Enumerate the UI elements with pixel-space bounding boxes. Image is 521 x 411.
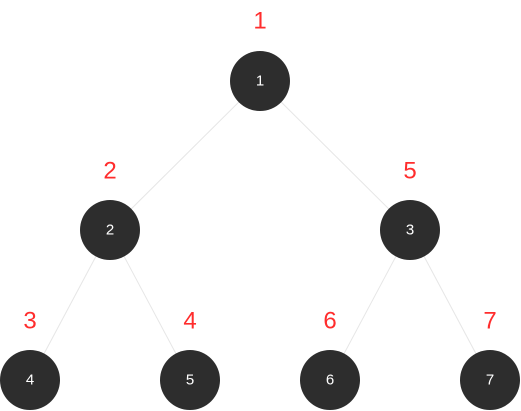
- node-circle: [80, 200, 140, 260]
- node-circle: [230, 51, 290, 111]
- node-circle: [300, 350, 360, 410]
- tree-node-5: 4 5: [160, 308, 220, 410]
- traversal-order-label: 3: [23, 308, 36, 335]
- node-circle: [380, 200, 440, 260]
- node-value-label: 5: [186, 372, 194, 389]
- traversal-order-label: 2: [103, 158, 116, 185]
- node-value-label: 2: [106, 222, 114, 239]
- edge-1-2: [109, 80, 261, 231]
- tree-node-4: 3 4: [0, 308, 60, 410]
- tree-node-7: 7 7: [460, 308, 520, 410]
- tree-node-1: 1 1: [230, 8, 290, 111]
- node-circle: [0, 350, 60, 410]
- node-circle: [460, 350, 520, 410]
- traversal-order-label: 4: [183, 308, 196, 335]
- traversal-order-label: 5: [403, 158, 416, 185]
- node-value-label: 1: [256, 73, 264, 90]
- edge-1-3: [259, 80, 411, 231]
- node-circle: [160, 350, 220, 410]
- node-value-label: 7: [486, 372, 494, 389]
- traversal-order-label: 7: [483, 308, 496, 335]
- traversal-order-label: 1: [253, 8, 266, 35]
- traversal-order-label: 6: [323, 308, 336, 335]
- tree-node-2: 2 2: [80, 158, 140, 260]
- node-value-label: 6: [326, 372, 334, 389]
- node-value-label: 4: [26, 372, 34, 389]
- node-value-label: 3: [406, 222, 414, 239]
- tree-node-6: 6 6: [300, 308, 360, 410]
- tree-node-3: 5 3: [380, 158, 440, 260]
